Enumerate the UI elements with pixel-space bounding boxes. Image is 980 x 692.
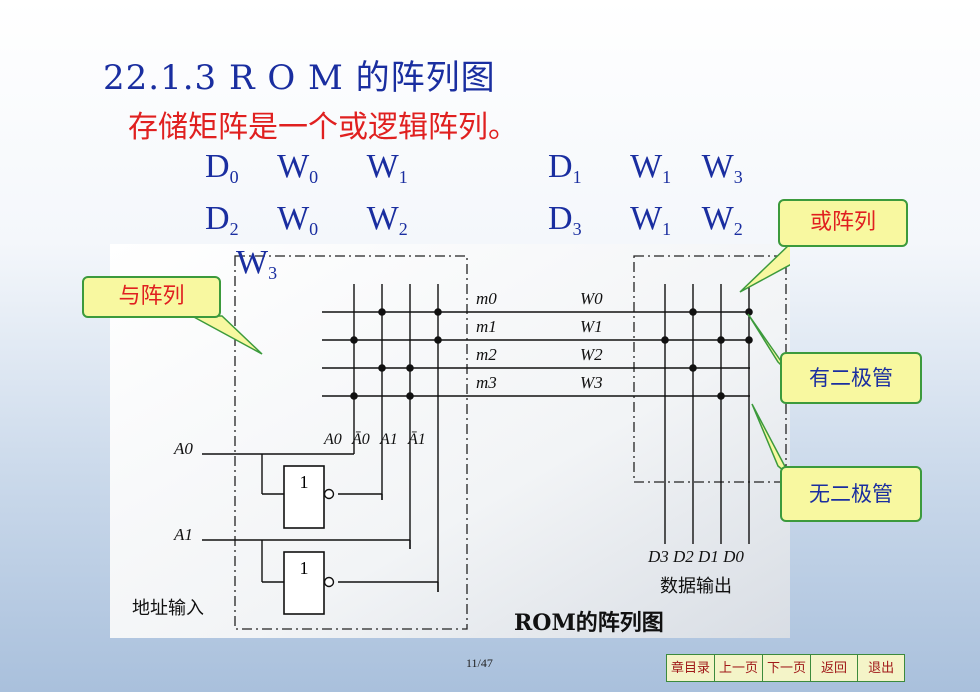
svg-text:1: 1 [300,558,309,578]
svg-text:A1: A1 [173,525,193,544]
svg-text:D3 D2 D1 D0: D3 D2 D1 D0 [647,547,744,566]
svg-text:1: 1 [300,472,309,492]
rom-array-diagram: 1 1 m0 m1 m2 m3 W0 W1 W2 W3 A0 A1 A0 Ā0 … [110,244,790,638]
page-title: 22.1.3 R O M 的阵列图 [103,58,496,98]
equation-d2: D2 W0 W2 [205,200,408,239]
nav-chapter-toc-button[interactable]: 章目录 [666,654,716,682]
and-array-dots [350,308,442,400]
nav-exit-button[interactable]: 退出 [857,654,906,682]
svg-text:数据输出: 数据输出 [660,576,732,597]
svg-text:A1: A1 [379,431,398,448]
svg-text:地址输入: 地址输入 [132,598,204,619]
svg-text:W3: W3 [580,373,603,392]
nav-next-page-button[interactable]: 下一页 [762,654,812,682]
svg-text:ROM的阵列图: ROM的阵列图 [514,610,664,636]
diagram-background [110,244,790,638]
svg-text:W0: W0 [580,289,603,308]
nav-back-button[interactable]: 返回 [810,654,859,682]
svg-text:m0: m0 [476,289,497,308]
or-array-dots [661,308,753,400]
page-number: 11/47 [466,656,493,670]
nav-prev-page-button[interactable]: 上一页 [714,654,764,682]
svg-text:m3: m3 [476,373,497,392]
nav-bar: 章目录 上一页 下一页 返回 退出 [666,654,906,682]
svg-text:A0: A0 [173,439,193,458]
and-array-box [234,255,468,630]
svg-text:W2: W2 [580,345,603,364]
equation-d3: D3 W1 W2 [548,200,743,239]
page-subtitle: 存储矩阵是一个或逻辑阵列。 [128,110,518,145]
svg-text:W1: W1 [580,317,603,336]
svg-text:m1: m1 [476,317,497,336]
callout-and-array: 与阵列 [82,276,221,318]
equation-overflow-term: W3 [236,244,278,283]
callout-or-array: 或阵列 [778,199,908,247]
svg-text:A0: A0 [323,431,342,448]
not-gate-a1: 1 [283,551,335,615]
equation-d1: D1 W1 W3 [548,148,743,187]
callout-no-diode: 无二极管 [780,466,922,522]
svg-text:m2: m2 [476,345,497,364]
not-gate-a0: 1 [283,465,335,529]
callout-has-diode: 有二极管 [780,352,922,404]
svg-text:Ā0: Ā0 [351,431,370,448]
svg-text:Ā1: Ā1 [407,431,426,448]
equation-d0: D0 W0 W1 [205,148,408,187]
